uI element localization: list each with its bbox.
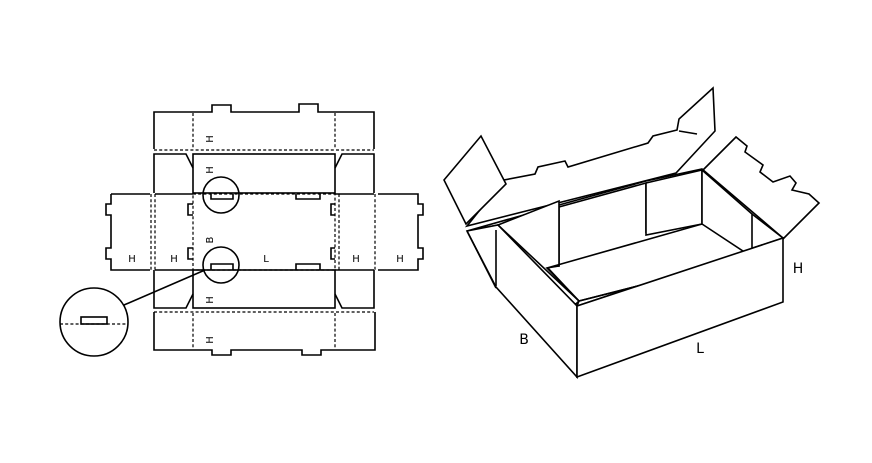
top-left-corner-flap [153, 153, 194, 193]
box-corner-edge [576, 300, 580, 307]
detail-slot [210, 263, 234, 270]
label-base-b: B [205, 236, 216, 243]
bottom-outer-flap [153, 312, 376, 356]
box-rim-edge [751, 213, 784, 239]
box-end-crease [466, 230, 497, 289]
box-lid-flap [464, 86, 716, 228]
top-side-panel [192, 153, 336, 194]
box-right-flap [700, 135, 821, 241]
label-base-l: L [263, 254, 269, 265]
bottom-left-corner-flap [153, 270, 194, 309]
base-slot-bottom [295, 263, 321, 270]
label-left-inner-h: H [170, 254, 178, 265]
label-box-h: H [793, 261, 804, 277]
lid-tab-crease [678, 130, 698, 135]
label-right-inner-h: H [352, 254, 360, 265]
box-left-flap [443, 134, 507, 226]
label-bottom-side-h: H [205, 296, 216, 304]
top-outer-flap [153, 103, 375, 149]
detail-slot [210, 194, 234, 200]
label-bottom-flap-h: H [205, 336, 216, 344]
detail-circle-top [202, 176, 240, 214]
right-inner-end-panel [330, 193, 374, 271]
label-left-outer-h: H [128, 254, 136, 265]
label-right-outer-h: H [396, 254, 404, 265]
detail-circle-bottom [202, 246, 240, 284]
label-box-l: L [696, 341, 704, 357]
right-outer-end-panel [378, 193, 424, 271]
label-top-side-h: H [205, 166, 216, 174]
box-rim-inner-edge [497, 224, 580, 302]
box-front-side-panel [576, 236, 784, 379]
box-floor-back-edge [546, 223, 703, 269]
zoom-circle [59, 287, 129, 357]
label-box-b: B [519, 332, 529, 348]
flat-dieline: H H B H H L H H H H [59, 103, 424, 357]
left-outer-end-panel [105, 193, 150, 271]
top-right-corner-flap [334, 153, 375, 193]
zoom-leader [123, 269, 206, 306]
bottom-side-panel [192, 269, 336, 309]
base-slot-top [295, 194, 321, 200]
label-top-flap-h: H [205, 135, 216, 143]
left-inner-end-panel [155, 193, 193, 271]
zoom-slot [80, 316, 108, 325]
assembled-box: B L H [443, 86, 821, 380]
bottom-right-corner-flap [334, 270, 375, 309]
